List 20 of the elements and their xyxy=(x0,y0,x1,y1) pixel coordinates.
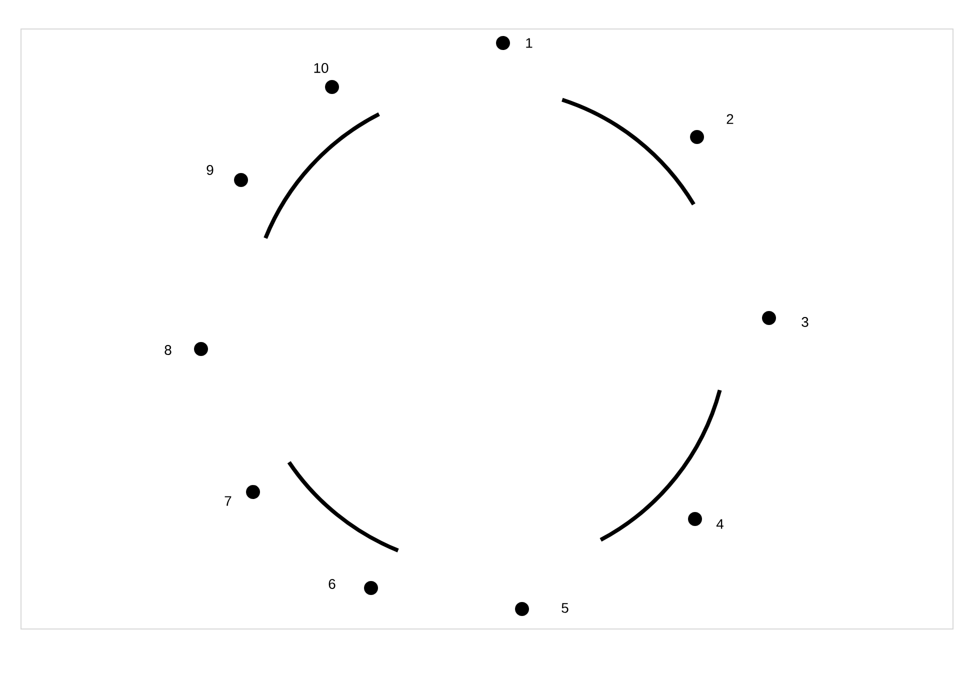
dot-number: 9 xyxy=(206,165,214,175)
dot xyxy=(325,80,339,94)
dot xyxy=(690,130,704,144)
dot xyxy=(246,485,260,499)
dot-number: 2 xyxy=(726,114,734,124)
dot-number: 6 xyxy=(328,579,336,589)
dot xyxy=(194,342,208,356)
dot xyxy=(762,311,776,325)
dot xyxy=(515,602,529,616)
dot-number: 4 xyxy=(716,519,724,529)
dot xyxy=(496,36,510,50)
dot-number: 10 xyxy=(314,63,328,73)
dot-number: 5 xyxy=(562,603,568,613)
dot xyxy=(234,173,248,187)
dot xyxy=(688,512,702,526)
dot-number: 3 xyxy=(802,317,808,327)
dot-number: 8 xyxy=(164,345,172,355)
dot-number: 1 xyxy=(526,38,532,48)
dot xyxy=(364,581,378,595)
dot-number: 7 xyxy=(224,496,232,506)
